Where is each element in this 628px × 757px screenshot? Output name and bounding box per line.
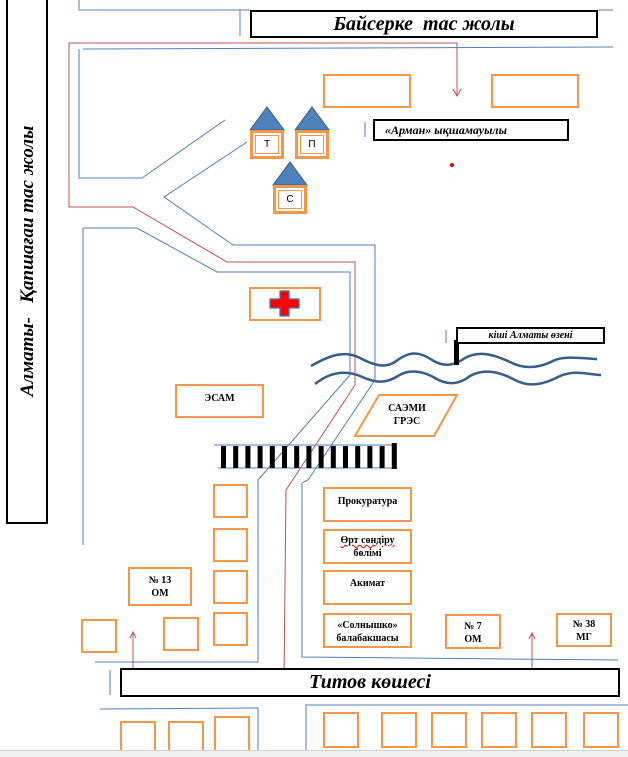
railway-tie xyxy=(391,443,397,469)
railway-tie xyxy=(233,446,239,468)
school-7[interactable]: № 7 ОМ xyxy=(445,614,501,649)
building-saemi-gres-label-2: ГРЭС xyxy=(393,416,421,427)
school-13-label-2: ОМ xyxy=(151,588,169,599)
school-38-label-1: № 38 xyxy=(572,619,596,630)
building-esam-label: ЭСАМ xyxy=(204,393,235,404)
road-lines xyxy=(78,0,628,750)
building-empty[interactable] xyxy=(213,612,248,646)
railway-tie xyxy=(294,446,300,468)
kindergarten-solnyshko-label-2: балабакшасы xyxy=(336,633,399,644)
route-arrowhead xyxy=(452,88,462,98)
building-empty[interactable] xyxy=(431,712,467,748)
railway-ties xyxy=(221,443,397,469)
school-13[interactable]: № 13 ОМ xyxy=(128,567,192,606)
road-label-titov-text: Титов көшесі xyxy=(309,671,431,693)
building-empty[interactable] xyxy=(163,617,199,651)
building-fire-station[interactable]: Өрт сөндіру бөлімі xyxy=(323,529,412,564)
triangle-roof-icon xyxy=(294,106,330,131)
school-13-label-1: № 13 xyxy=(148,575,172,586)
building-empty[interactable] xyxy=(491,74,579,108)
railway-tie xyxy=(318,446,324,468)
building-saemi-gres-shape[interactable] xyxy=(352,393,462,438)
building-prokuratura[interactable]: Прокуратура xyxy=(323,487,412,522)
house-t-label: Т xyxy=(263,139,271,150)
road-label-baiserke: Байсерке тас жолы xyxy=(250,10,598,38)
road-edge xyxy=(95,374,351,663)
railway-tie xyxy=(355,446,361,468)
building-empty[interactable] xyxy=(481,712,517,748)
triangle-roof-icon xyxy=(249,106,285,131)
road-edge xyxy=(99,707,259,750)
railway-tie xyxy=(343,446,348,468)
window-bottom-edge xyxy=(0,750,628,757)
building-empty[interactable] xyxy=(531,712,567,748)
district-label-arman-text: «Арман» ықшамауылы xyxy=(385,122,507,137)
road-edge xyxy=(82,46,614,50)
railway-tie xyxy=(306,446,312,468)
railway-tie xyxy=(257,446,263,468)
building-saemi-gres-label-1: САЭМИ xyxy=(388,403,426,414)
building-empty[interactable] xyxy=(213,484,248,518)
building-prokuratura-label: Прокуратура xyxy=(337,496,398,507)
river xyxy=(310,352,602,386)
building-empty[interactable] xyxy=(81,619,117,653)
hospital[interactable] xyxy=(249,287,321,321)
building-empty[interactable] xyxy=(214,716,250,752)
route-arrowhead xyxy=(528,631,536,640)
house-s[interactable]: С xyxy=(273,185,307,214)
house-s-label: С xyxy=(286,194,294,205)
railway-tie xyxy=(221,446,226,468)
river-label: кіші Алматы өзені xyxy=(456,327,605,344)
river-label-text: кіші Алматы өзені xyxy=(488,330,573,341)
building-fire-station-label-1: Өрт сөндіру xyxy=(340,535,395,546)
river-bank xyxy=(310,352,598,369)
building-empty[interactable] xyxy=(323,74,411,108)
triangle-roof-icon xyxy=(272,161,308,186)
house-p[interactable]: П xyxy=(295,130,329,159)
railway-tie xyxy=(269,446,275,468)
route-arrowhead xyxy=(129,630,137,639)
building-empty[interactable] xyxy=(213,528,248,562)
school-38-label-2: МГ xyxy=(576,632,592,643)
railway-tie xyxy=(379,446,385,468)
kindergarten-solnyshko[interactable]: «Солнышко» балабакшасы xyxy=(323,613,412,648)
road-label-titov: Титов көшесі xyxy=(120,668,620,697)
road-edge xyxy=(83,227,351,375)
house-p-label: П xyxy=(308,139,316,150)
location-dot xyxy=(450,163,454,167)
road-edge xyxy=(78,49,226,179)
road-edge xyxy=(163,141,376,380)
building-empty[interactable] xyxy=(381,712,417,748)
railway-tie xyxy=(330,446,336,468)
building-akimat-label: Акимат xyxy=(349,578,386,589)
house-t[interactable]: Т xyxy=(250,130,284,159)
building-empty[interactable] xyxy=(583,712,619,748)
road-edge xyxy=(305,704,628,750)
building-empty[interactable] xyxy=(323,712,359,748)
railway-tie xyxy=(282,446,287,468)
district-label-arman: «Арман» ықшамауылы xyxy=(373,119,569,141)
kindergarten-solnyshko-label-1: «Солнышко» xyxy=(337,620,398,631)
building-empty[interactable] xyxy=(213,570,248,604)
road-label-almaty-kapshagai: Алматы- Қапшағаи тас жолы xyxy=(6,0,48,524)
red-cross-icon xyxy=(269,290,300,317)
building-akimat[interactable]: Акимат xyxy=(323,570,412,605)
road-label-baiserke-text: Байсерке тас жолы xyxy=(333,12,515,35)
school-7-label-2: ОМ xyxy=(464,634,482,645)
road-edge xyxy=(78,0,250,11)
river-label-pole xyxy=(454,340,459,365)
railway-track xyxy=(214,443,397,469)
building-saemi-gres: САЭМИ ГРЭС xyxy=(372,402,442,428)
building-fire-station-label-2: бөлімі xyxy=(353,548,382,559)
road-edge xyxy=(301,379,619,661)
building-esam[interactable]: ЭСАМ xyxy=(175,384,264,418)
railway-tie xyxy=(245,446,251,468)
road-label-almaty-kapshagai-text: Алматы- Қапшағаи тас жолы xyxy=(17,125,38,397)
school-38[interactable]: № 38 МГ xyxy=(556,613,612,647)
railway-tie xyxy=(367,446,373,468)
school-7-label-1: № 7 xyxy=(464,621,482,632)
river-bank xyxy=(314,370,602,386)
